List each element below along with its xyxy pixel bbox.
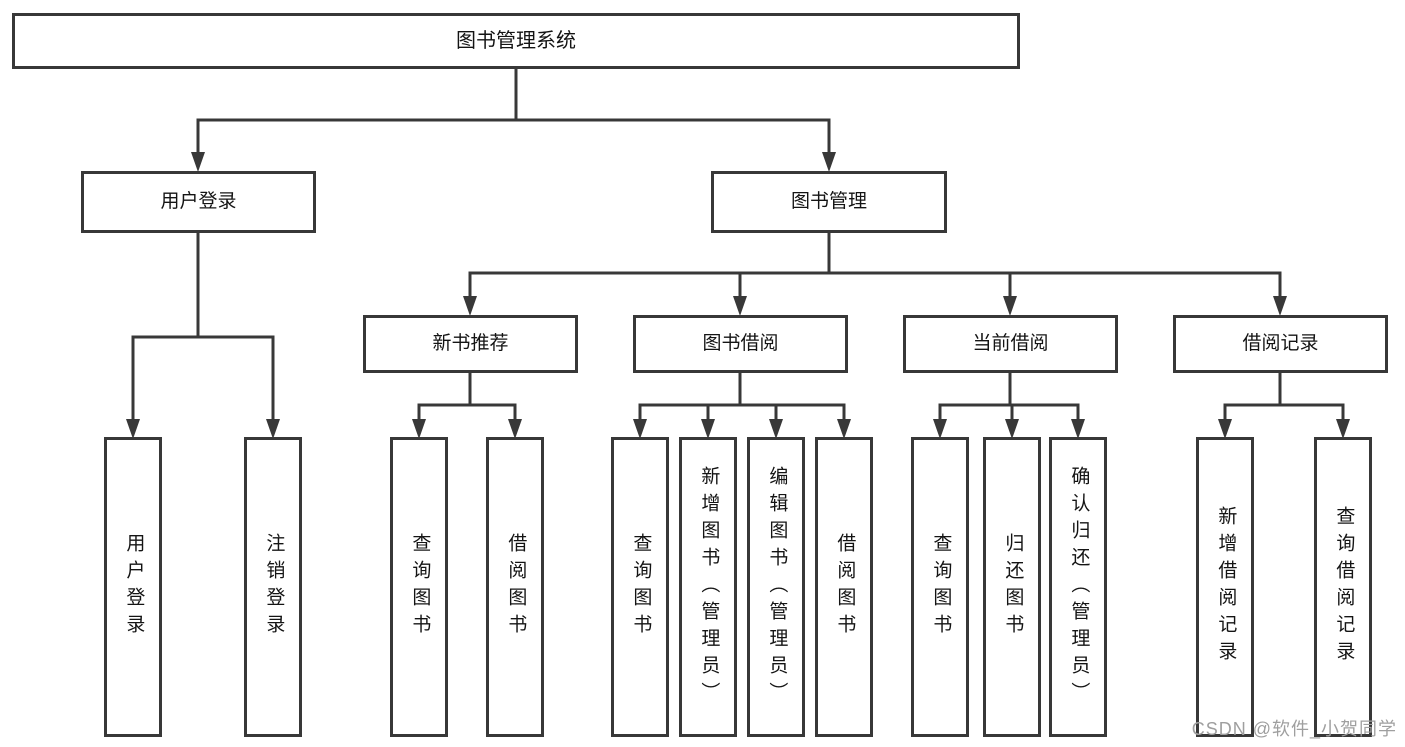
node-book-management: 图书管理 bbox=[711, 171, 947, 233]
arrow-down-icon bbox=[769, 419, 783, 439]
leaf-borrow-books-1: 借阅图书 bbox=[486, 437, 544, 737]
leaf-add-books-admin: 新增图书（管理员） bbox=[679, 437, 737, 737]
arrow-down-icon bbox=[463, 296, 477, 316]
leaf-search-books-1: 查询图书 bbox=[390, 437, 448, 737]
connector-user-login-children bbox=[126, 233, 280, 439]
leaf-search-books-2: 查询图书 bbox=[611, 437, 669, 737]
leaf-borrow-books-2: 借阅图书 bbox=[815, 437, 873, 737]
node-library-management-system: 图书管理系统 bbox=[12, 13, 1020, 69]
connector-new-book-recommendation-children bbox=[412, 373, 522, 439]
arrow-down-icon bbox=[266, 419, 280, 439]
leaf-user-login: 用户登录 bbox=[104, 437, 162, 737]
leaf-search-books-3: 查询图书 bbox=[911, 437, 969, 737]
arrow-down-icon bbox=[191, 152, 205, 172]
arrow-down-icon bbox=[837, 419, 851, 439]
arrow-down-icon bbox=[822, 152, 836, 172]
leaf-logout: 注销登录 bbox=[244, 437, 302, 737]
arrow-down-icon bbox=[733, 296, 747, 316]
arrow-down-icon bbox=[1003, 296, 1017, 316]
arrow-down-icon bbox=[1071, 419, 1085, 439]
node-book-borrowing: 图书借阅 bbox=[633, 315, 848, 373]
connector-current-borrowing-children bbox=[933, 373, 1085, 439]
arrow-down-icon bbox=[633, 419, 647, 439]
arrow-down-icon bbox=[1273, 296, 1287, 316]
node-borrowing-records: 借阅记录 bbox=[1173, 315, 1388, 373]
arrow-down-icon bbox=[1005, 419, 1019, 439]
connector-book-borrowing-children bbox=[633, 373, 851, 439]
leaf-search-borrow-record: 查询借阅记录 bbox=[1314, 437, 1372, 737]
connector-borrowing-records-children bbox=[1218, 373, 1350, 439]
leaf-add-borrow-record: 新增借阅记录 bbox=[1196, 437, 1254, 737]
arrow-down-icon bbox=[126, 419, 140, 439]
arrow-down-icon bbox=[1218, 419, 1232, 439]
arrow-down-icon bbox=[933, 419, 947, 439]
node-user-login: 用户登录 bbox=[81, 171, 316, 233]
connector-root-to-level1 bbox=[191, 69, 836, 172]
node-new-book-recommendation: 新书推荐 bbox=[363, 315, 578, 373]
connector-book-management-children bbox=[463, 233, 1287, 316]
arrow-down-icon bbox=[1336, 419, 1350, 439]
leaf-edit-books-admin: 编辑图书（管理员） bbox=[747, 437, 805, 737]
arrow-down-icon bbox=[412, 419, 426, 439]
arrow-down-icon bbox=[701, 419, 715, 439]
leaf-return-books: 归还图书 bbox=[983, 437, 1041, 737]
csdn-watermark: CSDN @软件_小贺同学 bbox=[1191, 719, 1397, 739]
arrow-down-icon bbox=[508, 419, 522, 439]
leaf-confirm-return-admin: 确认归还（管理员） bbox=[1049, 437, 1107, 737]
node-current-borrowing: 当前借阅 bbox=[903, 315, 1118, 373]
